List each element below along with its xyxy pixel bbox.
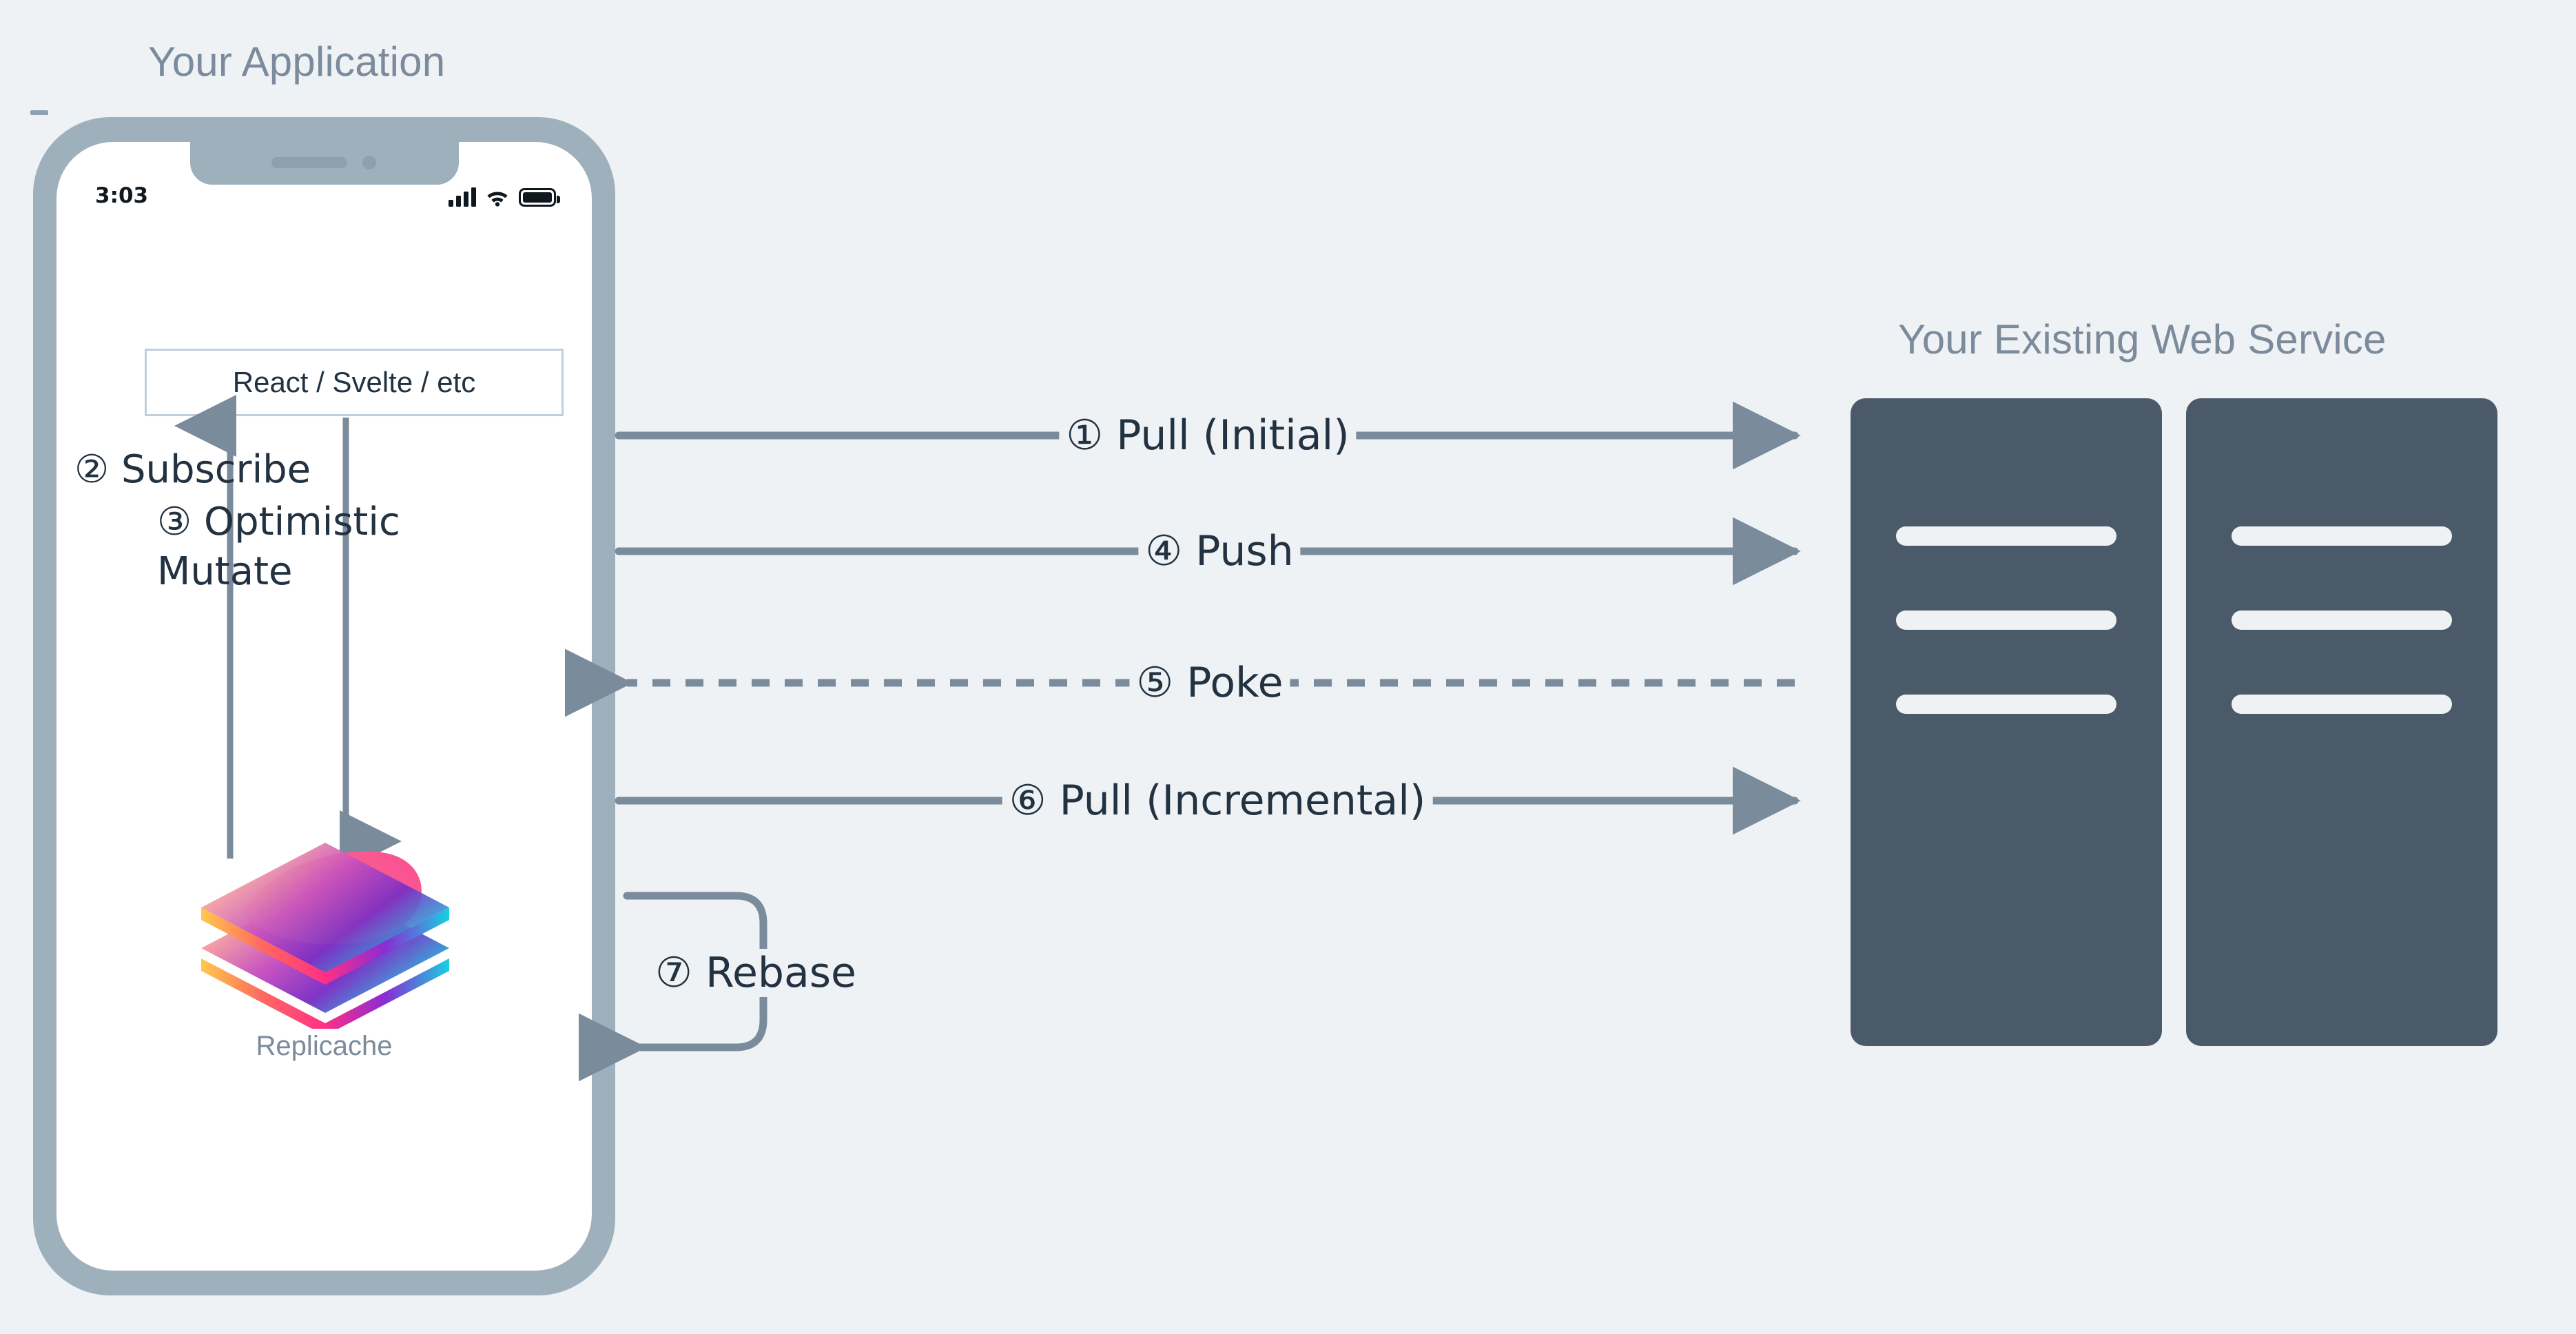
phone-notch <box>189 142 459 185</box>
step-subscribe-label: ② Subscribe <box>74 447 311 492</box>
battery-icon <box>519 188 560 207</box>
connector-label-pull-incremental: ⑥ Pull (Incremental) <box>1002 777 1433 825</box>
connector-label-push: ④ Push <box>1138 527 1301 575</box>
framework-box: React / Svelte / etc <box>145 349 564 416</box>
page-title-your-application: Your Application <box>148 39 446 85</box>
dash-mark-icon <box>30 110 48 115</box>
server-bar <box>1896 695 2116 714</box>
cellular-icon <box>449 187 476 207</box>
phone-device: 3:03 <box>33 117 615 1295</box>
page-title-web-service: Your Existing Web Service <box>1898 316 2387 362</box>
server-right <box>2186 398 2497 1046</box>
server-bar <box>2232 610 2452 630</box>
framework-box-label: React / Svelte / etc <box>232 366 476 398</box>
replicache-logo <box>201 843 449 1029</box>
server-left <box>1851 398 2162 1046</box>
speaker-icon <box>271 157 347 168</box>
camera-icon <box>362 156 376 170</box>
status-icons <box>449 182 560 207</box>
connector-label-rebase: ⑦ Rebase <box>648 949 863 997</box>
replicache-label: Replicache <box>256 1031 393 1061</box>
wifi-icon <box>485 187 510 207</box>
server-bar <box>2232 526 2452 546</box>
connector-label-poke: ⑤ Poke <box>1129 659 1290 707</box>
status-bar: 3:03 <box>56 183 592 214</box>
server-group <box>1851 398 2498 1046</box>
server-bar <box>1896 526 2116 546</box>
connector-label-pull-initial: ① Pull (Initial) <box>1059 411 1357 460</box>
phone-screen: 3:03 <box>56 142 592 1271</box>
step-mutate-label: ③ Optimistic Mutate <box>157 500 400 594</box>
internal-arrows <box>174 395 402 872</box>
server-bar <box>2232 695 2452 714</box>
status-time: 3:03 <box>95 183 149 208</box>
server-bar <box>1896 610 2116 630</box>
